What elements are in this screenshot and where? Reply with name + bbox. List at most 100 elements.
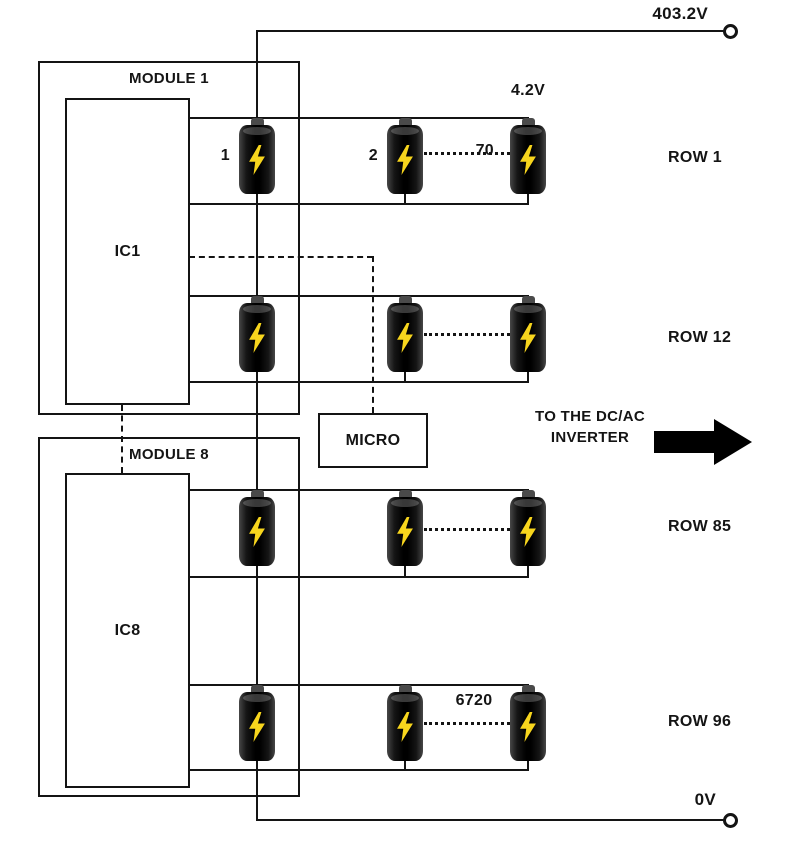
module-8-box xyxy=(38,437,300,797)
lightning-bolt-icon xyxy=(520,322,536,353)
lightning-bolt-icon xyxy=(397,516,413,547)
battery-body xyxy=(510,125,546,194)
battery-cell xyxy=(387,685,423,761)
ic8-box: IC8 xyxy=(65,473,190,788)
wire-stub xyxy=(527,372,529,383)
wire-top-terminal xyxy=(256,30,724,32)
lightning-bolt-icon xyxy=(520,144,536,175)
lightning-bolt-icon xyxy=(397,322,413,353)
battery-body xyxy=(239,303,275,372)
cell-index-70-label: 70 xyxy=(475,142,494,159)
battery-cell xyxy=(510,296,546,372)
wire-row96-bottom xyxy=(189,769,529,771)
battery-cap xyxy=(398,296,412,303)
row-1-label: ROW 1 xyxy=(668,149,722,166)
battery-cap xyxy=(250,685,264,692)
battery-cap xyxy=(521,296,535,303)
battery-body xyxy=(510,303,546,372)
battery-cap xyxy=(521,118,535,125)
cell-index-6720-label: 6720 xyxy=(455,692,493,709)
battery-cap xyxy=(398,490,412,497)
wire-stub xyxy=(404,566,406,578)
inverter-arrow-head-icon xyxy=(714,419,752,465)
inverter-caption-line2: INVERTER xyxy=(550,429,630,446)
lightning-bolt-icon xyxy=(249,516,265,547)
battery-body xyxy=(387,497,423,566)
wire-row1-top xyxy=(189,117,529,119)
row-85-label: ROW 85 xyxy=(668,518,732,535)
positive-terminal xyxy=(723,24,738,39)
battery-cell xyxy=(510,118,546,194)
dashed-link-ic1-ic8 xyxy=(121,405,123,473)
wire-row85-top xyxy=(189,489,529,491)
battery-body xyxy=(239,125,275,194)
micro-box: MICRO xyxy=(318,413,428,468)
lightning-bolt-icon xyxy=(249,711,265,742)
battery-cell xyxy=(510,490,546,566)
wire-stub xyxy=(404,372,406,383)
module-1-box xyxy=(38,61,300,415)
lightning-bolt-icon xyxy=(397,144,413,175)
ic8-label-wrap: IC8 xyxy=(67,475,188,786)
wire-row96-top xyxy=(189,684,529,686)
battery-cap xyxy=(250,490,264,497)
battery-body xyxy=(239,692,275,761)
battery-body xyxy=(387,125,423,194)
cell-index-1-label: 1 xyxy=(220,147,230,164)
pack-voltage-label: 403.2V xyxy=(652,4,708,23)
battery-cell xyxy=(239,685,275,761)
ground-voltage-label: 0V xyxy=(694,790,716,809)
ic1-label: IC1 xyxy=(114,242,141,260)
battery-cap xyxy=(398,118,412,125)
micro-label: MICRO xyxy=(345,431,401,449)
dotted-cells-row96 xyxy=(424,722,510,725)
module-8-title: MODULE 8 xyxy=(129,446,209,463)
wire-stub xyxy=(404,761,406,771)
wire-main-bus xyxy=(256,30,258,821)
dotted-cells-row85 xyxy=(424,528,510,531)
cell-index-2-label: 2 xyxy=(368,147,378,164)
lightning-bolt-icon xyxy=(520,516,536,547)
row-12-label: ROW 12 xyxy=(668,329,732,346)
ic1-label-wrap: IC1 xyxy=(67,100,188,403)
dashed-link-ic1-micro-horizontal xyxy=(189,256,373,258)
dotted-cells-row12 xyxy=(424,333,510,336)
lightning-bolt-icon xyxy=(249,322,265,353)
battery-cell xyxy=(387,118,423,194)
battery-body xyxy=(387,692,423,761)
battery-cap xyxy=(250,118,264,125)
wire-stub xyxy=(527,194,529,205)
lightning-bolt-icon xyxy=(520,711,536,742)
row-96-label: ROW 96 xyxy=(668,713,732,730)
battery-cell xyxy=(387,490,423,566)
wire-row85-bottom xyxy=(189,576,529,578)
battery-body xyxy=(387,303,423,372)
battery-cell xyxy=(387,296,423,372)
wire-bottom-terminal xyxy=(256,819,724,821)
module-1-title: MODULE 1 xyxy=(129,70,209,87)
lightning-bolt-icon xyxy=(397,711,413,742)
battery-cell xyxy=(510,685,546,761)
battery-cap xyxy=(521,685,535,692)
wire-row1-bottom xyxy=(189,203,529,205)
ic8-label: IC8 xyxy=(114,621,141,639)
wire-stub xyxy=(527,566,529,578)
dashed-link-ic1-micro-vertical xyxy=(372,256,374,413)
cell-voltage-label: 4.2V xyxy=(510,82,546,99)
negative-terminal xyxy=(723,813,738,828)
inverter-caption: TO THE DC/AC INVERTER xyxy=(515,406,665,448)
battery-cell xyxy=(239,490,275,566)
battery-body xyxy=(510,497,546,566)
inverter-caption-line1: TO THE DC/AC xyxy=(535,408,645,425)
wire-row12-bottom xyxy=(189,381,529,383)
battery-cap xyxy=(521,490,535,497)
wire-stub xyxy=(527,761,529,771)
wire-stub xyxy=(404,194,406,205)
wire-row12-top xyxy=(189,295,529,297)
battery-cell xyxy=(239,296,275,372)
inverter-arrow-icon xyxy=(654,431,714,453)
battery-body xyxy=(510,692,546,761)
dotted-cells-row1 xyxy=(424,152,510,155)
ic1-box: IC1 xyxy=(65,98,190,405)
